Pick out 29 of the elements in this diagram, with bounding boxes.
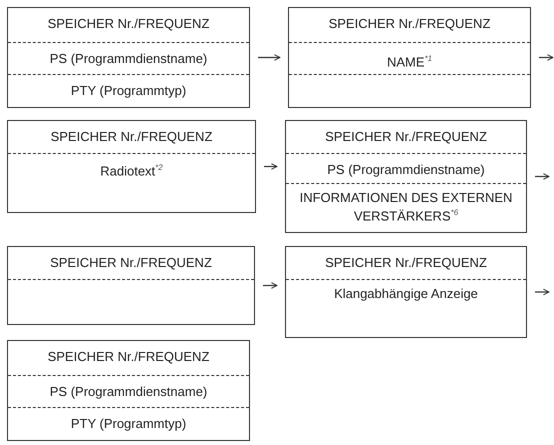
display-text: INFORMATIONEN DES EXTERNEN VERSTÄRKERS$^{*6}$ xyxy=(298,189,514,224)
display-text: PTY (Programmtyp) xyxy=(70,415,186,431)
display-text: PS (Programmdienstname) xyxy=(327,161,485,177)
display-text: PS (Programmdienstname) xyxy=(50,383,208,399)
arrow xyxy=(264,163,278,170)
arrow xyxy=(535,173,550,180)
display-screen-box xyxy=(7,120,256,213)
display-screen-box xyxy=(288,7,531,108)
memory-frequency-text: SPEICHER Nr./FREQUENZ xyxy=(325,128,487,144)
display-screen-box xyxy=(7,246,255,325)
display-screen-box xyxy=(285,246,527,338)
memory-frequency-text: SPEICHER Nr./FREQUENZ xyxy=(328,15,490,31)
arrow xyxy=(535,288,550,296)
display-text: Radiotext$^{*2}$ xyxy=(100,162,163,178)
memory-frequency-text: SPEICHER Nr./FREQUENZ xyxy=(325,254,487,270)
memory-frequency-text: SPEICHER Nr./FREQUENZ xyxy=(48,15,210,31)
display-text: PS (Programmdienstname) xyxy=(50,50,208,66)
memory-frequency-text: SPEICHER Nr./FREQUENZ xyxy=(48,348,210,364)
display-text: NAME$^{*1}$ xyxy=(386,53,432,70)
display-text: PTY (Programmtyp) xyxy=(70,82,186,98)
arrow xyxy=(539,54,554,61)
arrow xyxy=(263,282,278,289)
arrow xyxy=(258,54,280,61)
display-screen-box xyxy=(7,340,250,441)
display-screen-box xyxy=(285,120,527,233)
display-text: Klangabhängige Anzeige xyxy=(334,285,478,301)
memory-frequency-text: SPEICHER Nr./FREQUENZ xyxy=(50,254,212,270)
memory-frequency-text: SPEICHER Nr./FREQUENZ xyxy=(50,128,212,144)
display-screen-box xyxy=(7,7,250,108)
